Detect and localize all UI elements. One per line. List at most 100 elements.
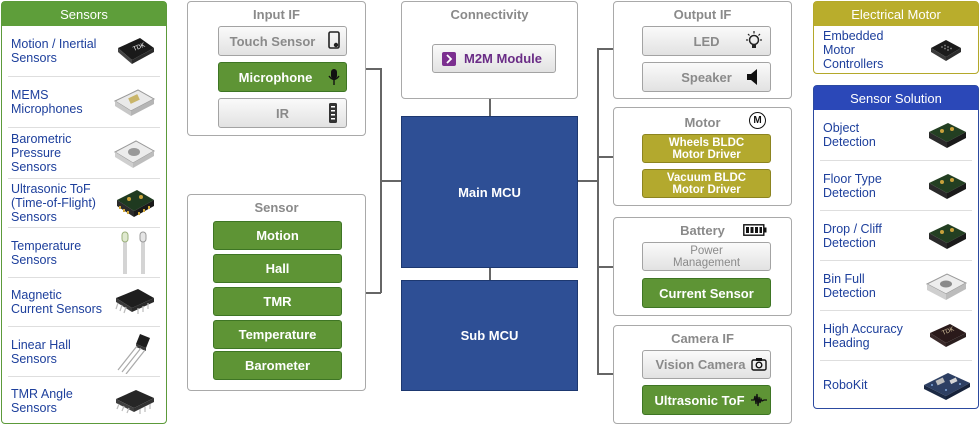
sensor-item-label: Magnetic Current Sensors xyxy=(11,288,103,316)
m2m-module-label: M2M Module xyxy=(464,51,542,66)
tof-sensor-chip-icon xyxy=(117,190,154,217)
bin-full-module-icon xyxy=(925,272,968,300)
connectivity-box: Connectivity M2M Module xyxy=(401,1,578,99)
power-management-button[interactable]: Power Management xyxy=(642,242,771,271)
main-mcu-block[interactable]: Main MCU xyxy=(401,116,578,268)
solution-item-robokit[interactable]: RoboKit xyxy=(814,361,978,408)
solution-item-drop-cliff[interactable]: Drop / Cliff Detection xyxy=(814,211,978,260)
power-management-line1: Power xyxy=(690,244,723,257)
connector-line xyxy=(597,266,614,268)
tmr-sensor-chip-icon xyxy=(116,389,154,414)
barometer-button[interactable]: Barometer xyxy=(213,351,342,380)
solution-item-object-detection[interactable]: Object Detection xyxy=(814,110,978,160)
solution-item-high-accuracy-heading[interactable]: High Accuracy Heading TDK xyxy=(814,311,978,360)
sensor-item-label: TMR Angle Sensors xyxy=(11,386,73,415)
motion-sensor-chip-icon: TDK xyxy=(118,38,154,64)
solution-item-label: RoboKit xyxy=(823,377,868,392)
connector-line xyxy=(597,156,614,158)
output-if-title: Output IF xyxy=(673,7,732,22)
sensor-item-ultrasonic-tof[interactable]: Ultrasonic ToF (Time-of-Flight) Sensors xyxy=(2,179,166,227)
sub-mcu-block[interactable]: Sub MCU xyxy=(401,280,578,391)
m2m-module-button[interactable]: M2M Module xyxy=(432,44,556,73)
solution-item-floor-type[interactable]: Floor Type Detection xyxy=(814,161,978,210)
sensor-solution-title: Sensor Solution xyxy=(814,86,978,110)
speaker-label: Speaker xyxy=(681,69,732,85)
connector-line xyxy=(366,68,381,70)
wheels-driver-line1: Wheels BLDC xyxy=(668,136,745,149)
vision-camera-button[interactable]: Vision Camera xyxy=(642,350,771,379)
sensor-item-label: Linear Hall Sensors xyxy=(11,337,71,366)
sensors-panel: Sensors Motion / Inertial Sensors TDK ME… xyxy=(1,1,167,424)
motion-button[interactable]: Motion xyxy=(213,221,342,250)
sensor-item-tmr-angle[interactable]: TMR Angle Sensors xyxy=(2,377,166,424)
connector-line xyxy=(597,373,614,375)
led-button[interactable]: LED xyxy=(642,26,771,56)
pressure-sensor-chip-icon xyxy=(113,140,156,168)
speaker-button[interactable]: Speaker xyxy=(642,62,771,92)
solution-item-label: Drop / Cliff Detection xyxy=(823,221,882,250)
motor-item-embedded-controllers[interactable]: Embedded Motor Controllers xyxy=(814,26,978,73)
motor-badge-icon: M xyxy=(749,112,766,129)
thermistor-icon xyxy=(121,231,147,274)
battery-title: Battery xyxy=(680,223,725,238)
sensor-group-title: Sensor xyxy=(254,200,299,215)
light-bulb-icon xyxy=(746,31,762,48)
ultrasonic-tof-label: Ultrasonic ToF xyxy=(654,392,745,408)
connector-line xyxy=(489,98,491,116)
vision-camera-label: Vision Camera xyxy=(655,357,746,372)
sensor-item-label: Temperature Sensors xyxy=(11,238,82,267)
tmr-button[interactable]: TMR xyxy=(213,287,342,316)
ir-button[interactable]: IR xyxy=(218,98,347,128)
vacuum-driver-line2: Motor Driver xyxy=(672,183,741,196)
sensor-item-temperature[interactable]: Temperature Sensors xyxy=(2,228,166,277)
waveform-icon xyxy=(751,393,767,407)
ir-label: IR xyxy=(276,105,289,121)
sensor-item-linear-hall[interactable]: Linear Hall Sensors xyxy=(2,327,166,376)
ultrasonic-tof-button[interactable]: Ultrasonic ToF xyxy=(642,385,771,415)
robokit-board-icon xyxy=(924,372,970,400)
microphone-icon xyxy=(328,69,340,85)
sensor-item-motion-inertial[interactable]: Motion / Inertial Sensors TDK xyxy=(2,26,166,76)
current-sensor-button[interactable]: Current Sensor xyxy=(642,278,771,308)
sensor-item-mems-microphones[interactable]: MEMS Microphones xyxy=(2,77,166,127)
battery-box: Battery Power Management Current Sensor xyxy=(613,217,792,316)
wheels-bldc-driver-button[interactable]: Wheels BLDC Motor Driver xyxy=(642,134,771,163)
connector-line xyxy=(597,48,599,374)
connector-line xyxy=(489,268,491,280)
camera-icon xyxy=(751,358,767,371)
sensor-item-barometric-pressure[interactable]: Barometric Pressure Sensors xyxy=(2,128,166,178)
connector-line xyxy=(578,180,598,182)
connectivity-title: Connectivity xyxy=(450,7,529,22)
led-label: LED xyxy=(693,33,720,49)
speaker-icon xyxy=(747,69,757,85)
hall-sensor-chip-icon xyxy=(117,333,150,374)
hall-button[interactable]: Hall xyxy=(213,254,342,283)
chevron-right-icon xyxy=(442,52,456,66)
sensors-panel-title: Sensors xyxy=(2,2,166,26)
sensor-item-label: Ultrasonic ToF (Time-of-Flight) Sensors xyxy=(11,182,96,224)
motor-box: Motor M Wheels BLDC Motor Driver Vacuum … xyxy=(613,107,792,206)
solution-item-label: High Accuracy Heading xyxy=(823,321,903,350)
connector-line xyxy=(597,48,614,50)
power-management-line2: Management xyxy=(672,256,741,269)
current-sensor-chip-icon xyxy=(115,289,154,314)
sensor-item-label: Motion / Inertial Sensors xyxy=(11,37,97,65)
heading-sensor-chip-icon: TDK xyxy=(930,323,966,347)
microphone-button[interactable]: Microphone xyxy=(218,62,347,92)
touch-sensor-button[interactable]: Touch Sensor xyxy=(218,26,347,56)
touch-icon xyxy=(328,31,340,49)
vacuum-bldc-driver-button[interactable]: Vacuum BLDC Motor Driver xyxy=(642,169,771,198)
remote-control-icon xyxy=(329,103,337,123)
sensor-group-box: Sensor Motion Hall TMR Temperature Barom… xyxy=(187,194,366,391)
temperature-button[interactable]: Temperature xyxy=(213,320,342,349)
motor-item-label: Embedded Motor Controllers xyxy=(823,28,884,71)
camera-if-box: Camera IF Vision Camera Ultrasonic ToF xyxy=(613,325,792,424)
object-detection-module-icon xyxy=(929,123,966,148)
vacuum-driver-line1: Vacuum BLDC xyxy=(666,171,747,184)
connector-line xyxy=(366,292,381,294)
electrical-motor-panel: Electrical Motor Embedded Motor Controll… xyxy=(813,1,979,74)
solution-item-bin-full[interactable]: Bin Full Detection xyxy=(814,261,978,310)
sensor-solution-panel: Sensor Solution Object Detection Floor T… xyxy=(813,85,979,409)
connector-line xyxy=(380,180,401,182)
sensor-item-magnetic-current[interactable]: Magnetic Current Sensors xyxy=(2,278,166,326)
